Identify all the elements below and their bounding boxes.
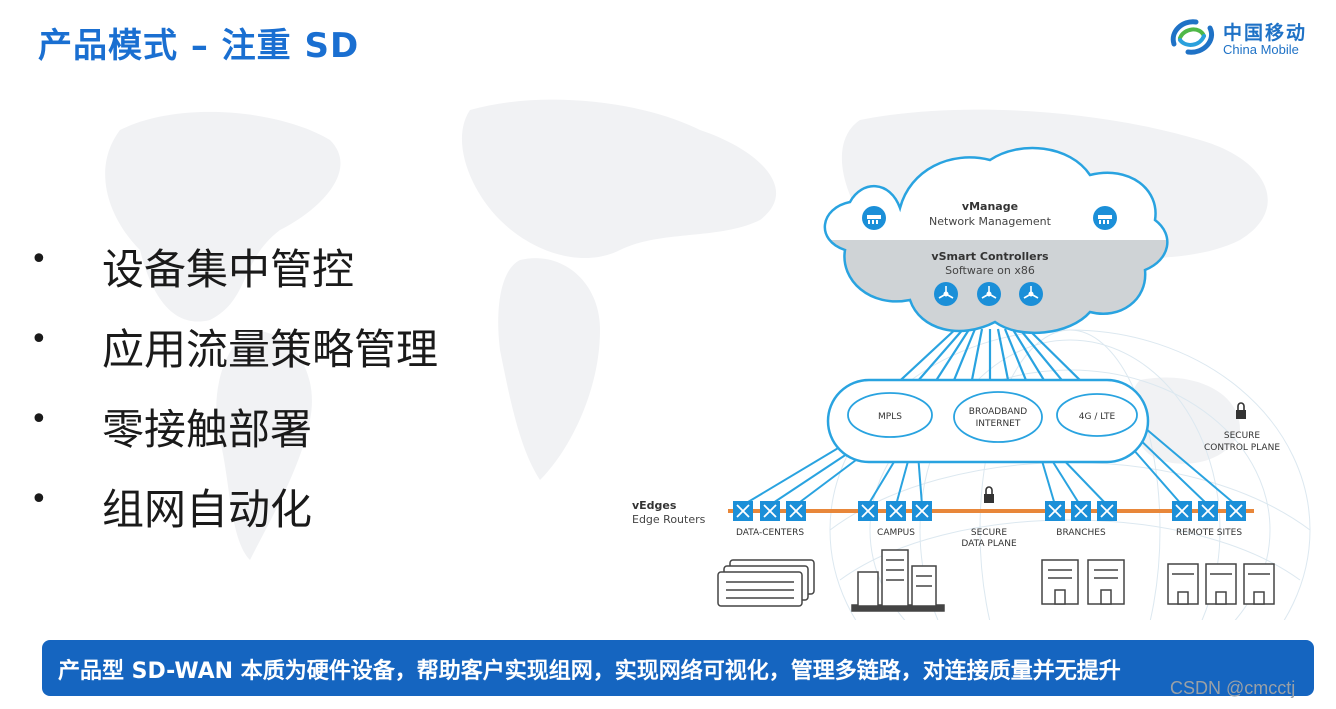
controller-cloud (823, 146, 1169, 335)
vedge-router-icon (1172, 501, 1192, 521)
vsmart-label: vSmart Controllers (931, 250, 1049, 263)
branch-building-icon (1041, 559, 1125, 605)
vedges-label: vEdges (632, 499, 677, 512)
bullet-icon: • (30, 242, 48, 277)
banner-text: 产品型 SD-WAN 本质为硬件设备，帮助客户实现组网，实现网络可视化，管理多链… (58, 659, 1121, 684)
lock-icon (1236, 402, 1246, 419)
vedge-router-icon (858, 501, 878, 521)
vsmart-controller-icon (934, 282, 958, 306)
logo-text-cn: 中国移动 (1223, 22, 1308, 44)
site-label-remote: REMOTE SITES (1176, 528, 1242, 538)
transport-broadband: BROADBAND (969, 407, 1028, 417)
vedge-router-icon (760, 501, 780, 521)
secure-control-label: SECURE (1224, 431, 1261, 441)
datacenter-building-icon (717, 559, 815, 607)
data-plane-label: DATA PLANE (961, 539, 1017, 549)
vmanage-desc: Network Management (929, 215, 1052, 228)
vedge-router-icon (1097, 501, 1117, 521)
csdn-watermark: CSDN @cmcctj (1170, 678, 1296, 698)
sdwan-architecture-diagram: vManage Network Management vSmart Contro… (632, 146, 1311, 620)
control-plane-label: CONTROL PLANE (1204, 443, 1280, 453)
vmanage-icon (1093, 206, 1117, 230)
vedge-router-icon (1071, 501, 1091, 521)
bullet-icon: • (30, 482, 48, 517)
bullet-icon: • (30, 402, 48, 437)
china-mobile-logo: 中国移动 China Mobile (1166, 14, 1326, 64)
site-label-campus: CAMPUS (877, 528, 915, 538)
vmanage-label: vManage (962, 200, 1018, 213)
vsmart-controller-icon (1019, 282, 1043, 306)
site-label-branches: BRANCHES (1056, 528, 1106, 538)
bullet-icon: • (30, 322, 48, 357)
vedge-router-icon (912, 501, 932, 521)
transport-cloud (826, 378, 1150, 464)
page-title: 产品模式 – 注重 SD (38, 26, 360, 66)
vmanage-icon (862, 206, 886, 230)
transport-mpls: MPLS (878, 412, 902, 422)
site-label-datacenters: DATA-CENTERS (736, 528, 804, 538)
vedge-router-icon (1226, 501, 1246, 521)
transport-lte: 4G / LTE (1079, 412, 1116, 422)
vedges-desc: Edge Routers (632, 513, 706, 526)
secure-data-label: SECURE (971, 528, 1008, 538)
summary-banner: 产品型 SD-WAN 本质为硬件设备，帮助客户实现组网，实现网络可视化，管理多链… (42, 640, 1314, 696)
transport-internet: INTERNET (976, 419, 1021, 429)
lock-icon (984, 486, 994, 503)
china-mobile-logo-icon (1170, 19, 1214, 55)
logo-text-en: China Mobile (1223, 42, 1299, 57)
vedge-router-icon (733, 501, 753, 521)
remote-site-building-icon (1167, 563, 1275, 605)
vedge-router-icon (1198, 501, 1218, 521)
vedge-router-icon (786, 501, 806, 521)
vedge-router-icon (886, 501, 906, 521)
campus-building-icon (851, 549, 945, 612)
vsmart-controller-icon (977, 282, 1001, 306)
vsmart-desc: Software on x86 (945, 264, 1035, 277)
vedge-router-icon (1045, 501, 1065, 521)
